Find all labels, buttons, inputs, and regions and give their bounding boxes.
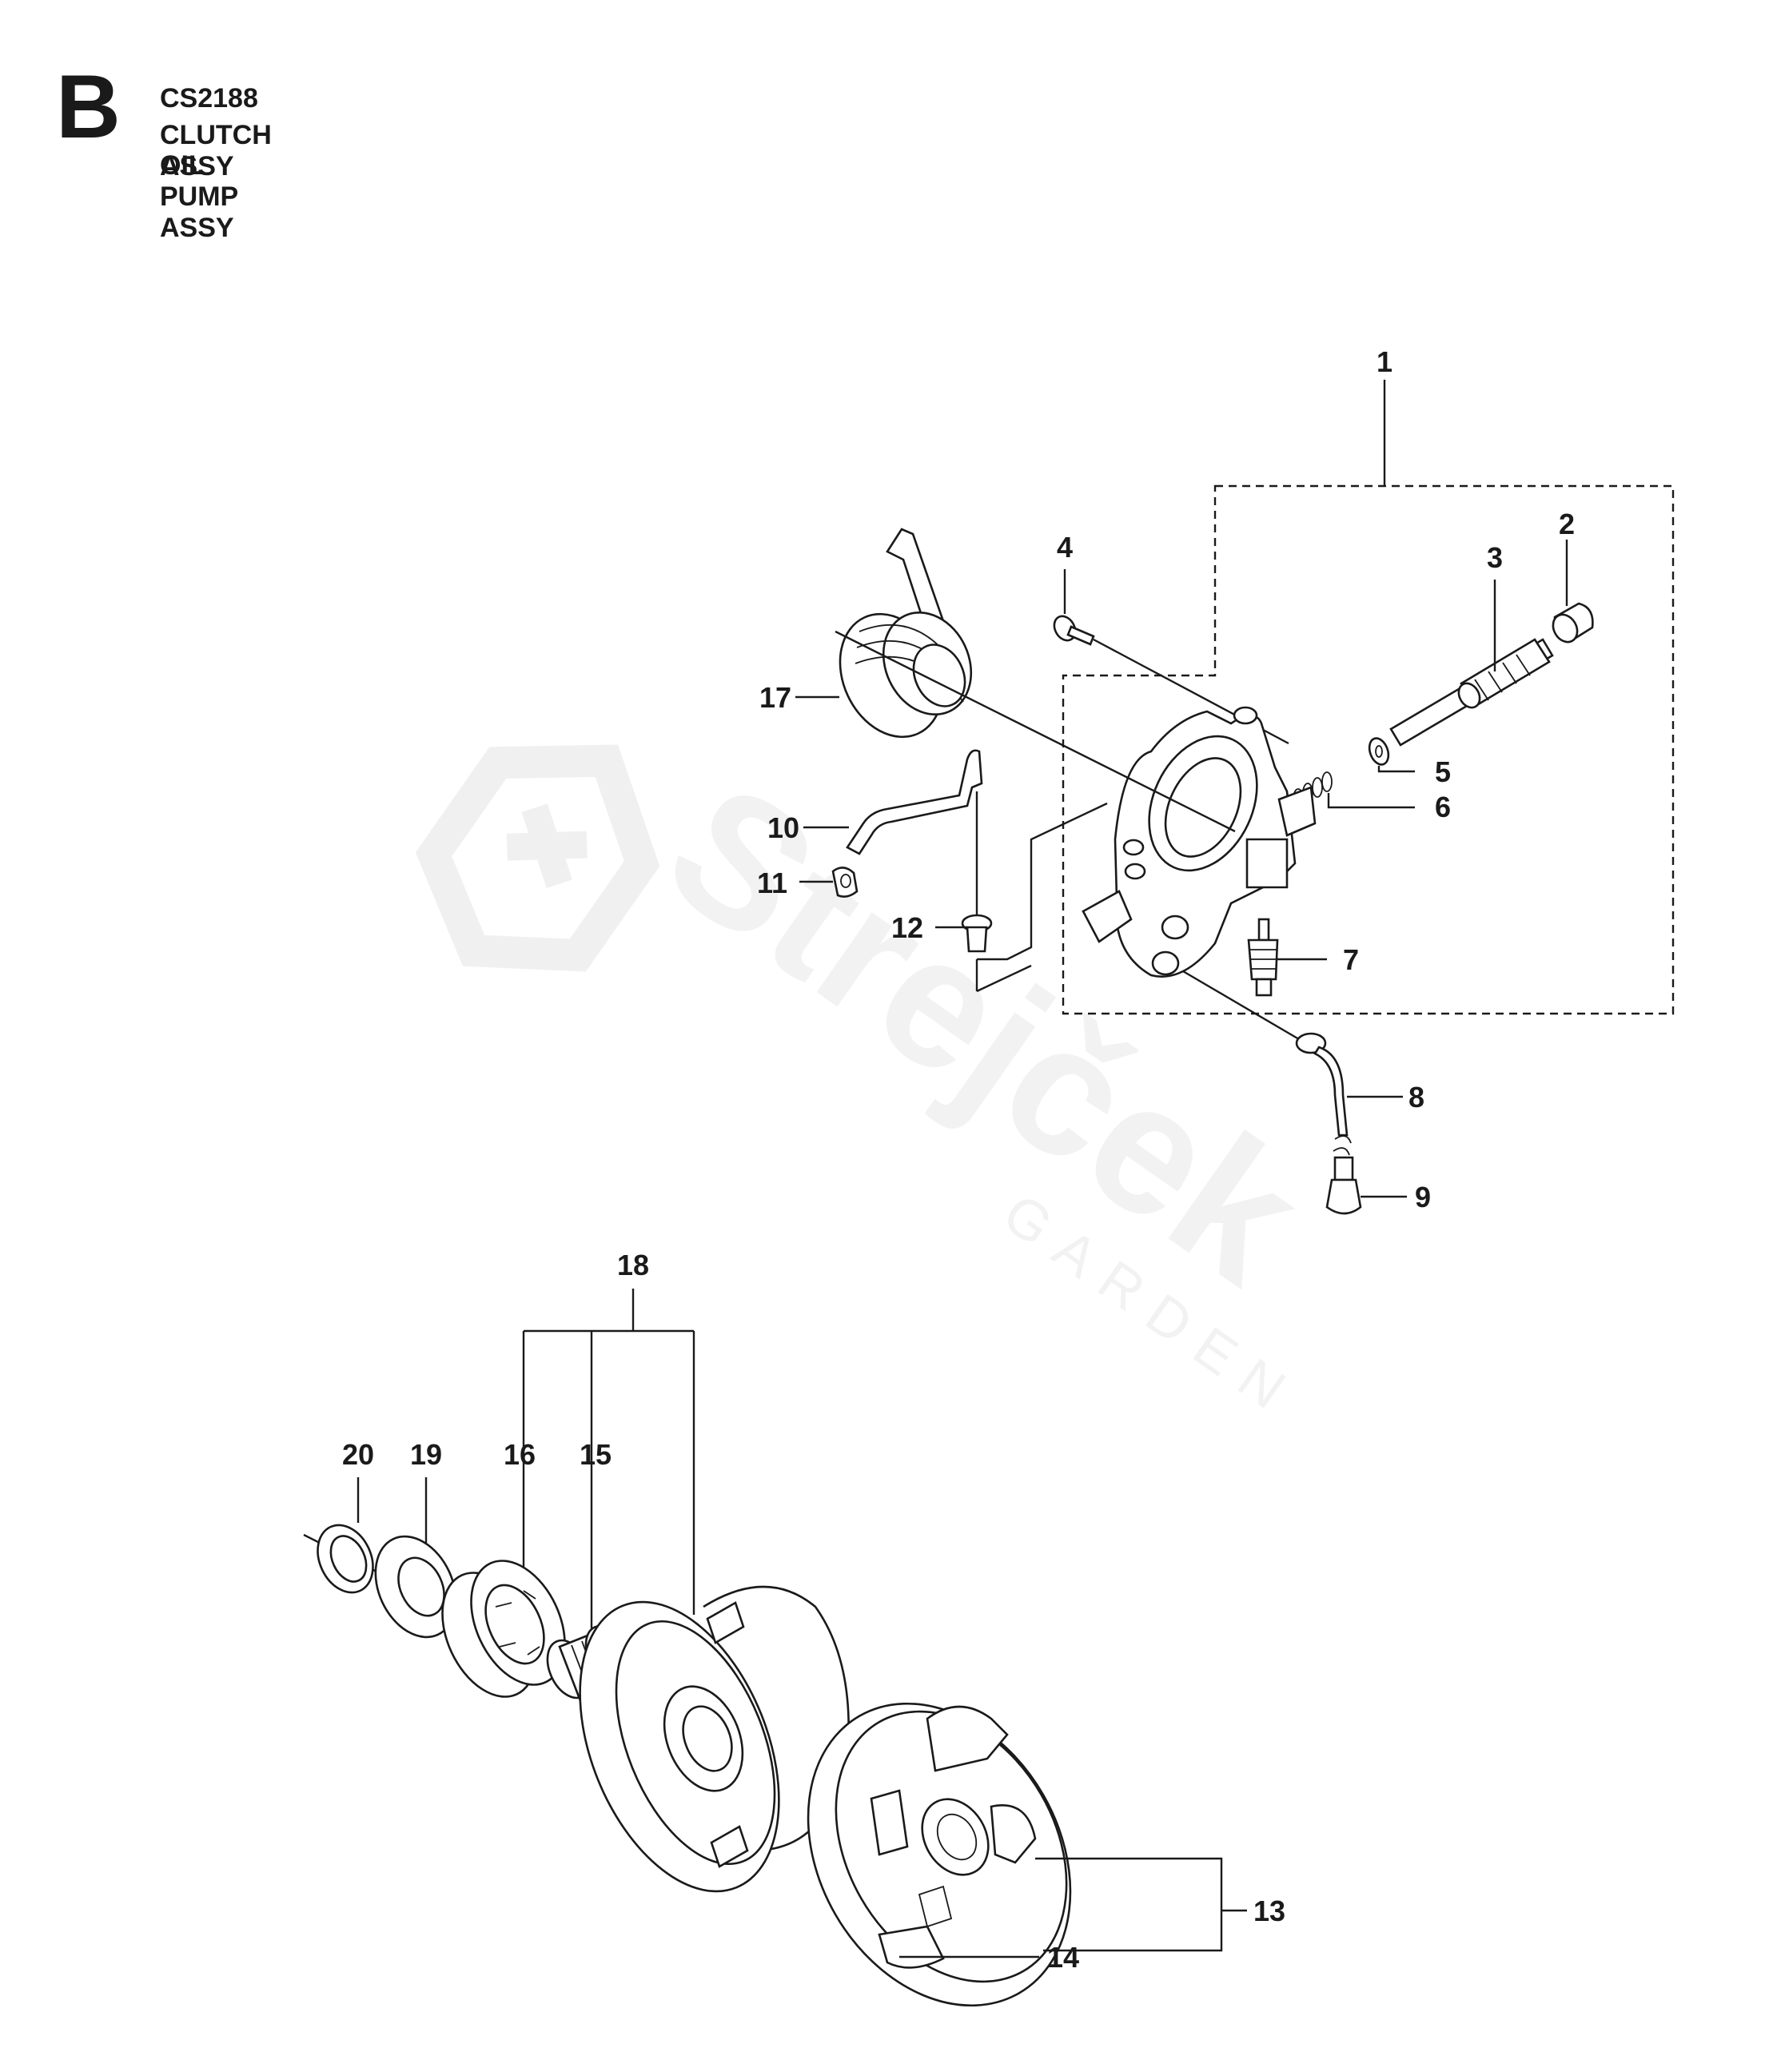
part-16-rim-sprocket [441,1560,566,1698]
model-code: CS2188 [160,83,258,114]
leader-5 [1377,766,1415,773]
part-12-grommet [961,914,993,953]
bracket-13 [1035,1857,1223,1952]
callout-14: 14 [1047,1941,1079,1974]
callout-5: 5 [1435,755,1451,788]
axis-hose-8 [1182,970,1300,1041]
callout-10: 10 [767,811,799,844]
callout-6: 6 [1435,791,1451,823]
callout-8: 8 [1408,1081,1424,1114]
callout-20: 20 [342,1438,374,1471]
callout-1: 1 [1377,345,1392,378]
title-clutch-assy: CLUTCH ASSY [160,120,272,181]
watermark-logo-icon [415,744,660,972]
part-13-clutch-shoes [807,1702,1072,2007]
callout-19: 19 [410,1438,442,1471]
callout-13: 13 [1253,1895,1285,1927]
frame-line-b [976,964,1032,993]
section-letter: B [56,57,121,157]
callout-3: 3 [1487,541,1503,574]
callout-7: 7 [1343,943,1359,976]
callout-11: 11 [757,867,787,899]
frame-line-a [977,802,1108,961]
oil-pump-assy-boundary [1062,484,1675,1015]
oil-pump-housing [1082,706,1317,978]
callout-9: 9 [1415,1181,1431,1213]
title-oil-pump-assy: OIL PUMP ASSY [160,150,238,243]
callout-4: 4 [1057,531,1073,564]
callout-12: 12 [891,911,923,944]
part-8-hose [1295,1032,1352,1156]
part-10-oil-pipe [846,749,983,855]
leader-6 [1327,793,1415,809]
callout-16: 16 [504,1438,536,1471]
part-18-clutch-drum [579,1585,850,1893]
part-19-washer [374,1535,457,1639]
callout-2: 2 [1559,508,1575,540]
callout-18: 18 [617,1249,649,1281]
axis-worm-gear [835,630,1236,833]
callout-15: 15 [580,1438,612,1471]
callout-17: 17 [759,681,791,714]
part-2-cap [1552,602,1594,644]
part-3-pump-piston [1389,638,1554,747]
part-20-circlip [317,1524,374,1594]
part-7-valve [1247,918,1279,997]
part-17-worm-gear [839,528,973,739]
part-4-screw [1053,615,1095,646]
part-5-washer [1368,737,1390,766]
part-9-filter [1325,1156,1362,1215]
part-11-seal [831,867,859,898]
